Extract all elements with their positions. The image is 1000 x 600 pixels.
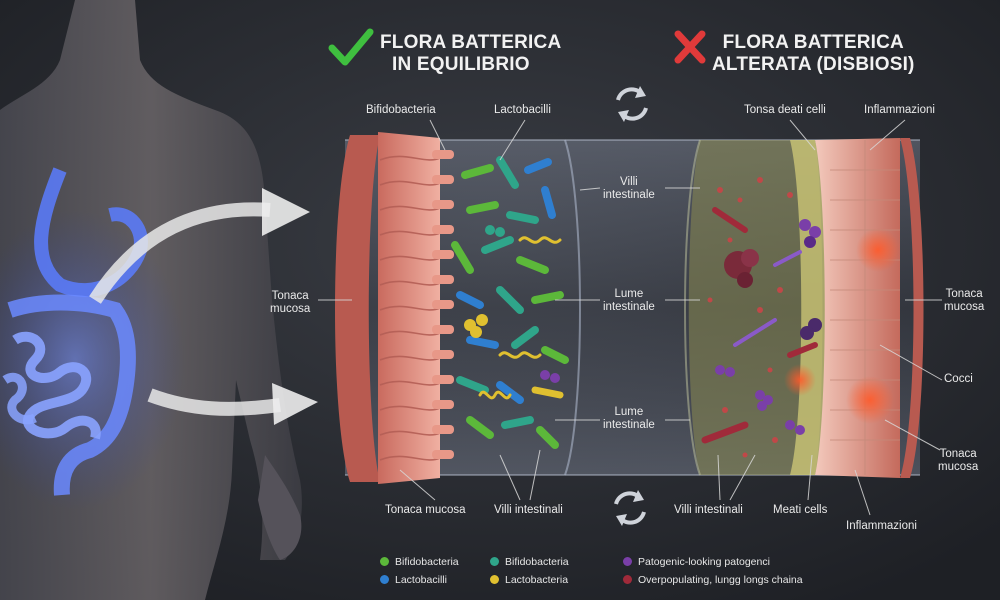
pathogenic-bacteria	[701, 177, 822, 458]
label-meati-cells: Meati cells	[773, 504, 828, 516]
digestive-tract	[0, 167, 185, 510]
dysbiosis-section	[684, 138, 924, 478]
legend-item: Overpopulating, lungg longs chaina	[623, 574, 803, 586]
healthy-title: FLORA BATTERICA IN EQUILIBRIO	[380, 32, 561, 76]
legend-item: Lactobacilli	[380, 574, 447, 586]
legend-item: Patogenic-looking patogenci	[623, 556, 770, 568]
healthy-section	[335, 132, 581, 484]
label-tonaca-mucosa-bottom: Tonaca mucosa	[385, 504, 466, 516]
legend-item: Lactobacteria	[490, 574, 568, 586]
check-icon	[328, 28, 374, 66]
legend-item: Bifidobacteria	[490, 556, 569, 568]
label-bifidobacteria: Bifidobacteria	[366, 104, 436, 116]
cycle-arrows-icon	[614, 490, 646, 526]
healthy-title-line2: IN EQUILIBRIO	[392, 54, 530, 75]
legend-swatch	[380, 575, 389, 584]
label-lactobacilli: Lactobacilli	[494, 104, 551, 116]
pointer-arrows	[89, 188, 318, 425]
cycle-arrows-icon	[616, 86, 648, 122]
cross-icon	[674, 30, 706, 64]
dysbiosis-title: FLORA BATTERICA ALTERATA (DISBIOSI)	[712, 32, 915, 76]
dysbiosis-title-line2: ALTERATA (DISBIOSI)	[712, 54, 915, 75]
legend-swatch	[623, 575, 632, 584]
legend: Bifidobacteria Bifidobacteria Patogenic-…	[358, 548, 858, 594]
label-inflammazioni-top: Inflammazioni	[864, 104, 935, 116]
leader-lines	[318, 119, 943, 516]
dysbiosis-title-line1: FLORA BATTERICA	[722, 32, 904, 53]
legend-swatch	[380, 557, 389, 566]
label-cocci: Cocci	[944, 373, 973, 385]
healthy-bacteria	[451, 156, 569, 449]
label-villi-intestinali-left: Villi intestinali	[494, 504, 563, 516]
label-villi-intestinali-right: Villi intestinali	[674, 504, 743, 516]
healthy-title-line1: FLORA BATTERICA	[380, 32, 562, 53]
label-tonsa-deati-celli: Tonsa deati celli	[744, 104, 826, 116]
label-inflammazioni-bottom: Inflammazioni	[846, 520, 917, 532]
legend-swatch	[490, 575, 499, 584]
legend-swatch	[490, 557, 499, 566]
legend-swatch	[623, 557, 632, 566]
legend-item: Bifidobacteria	[380, 556, 459, 568]
